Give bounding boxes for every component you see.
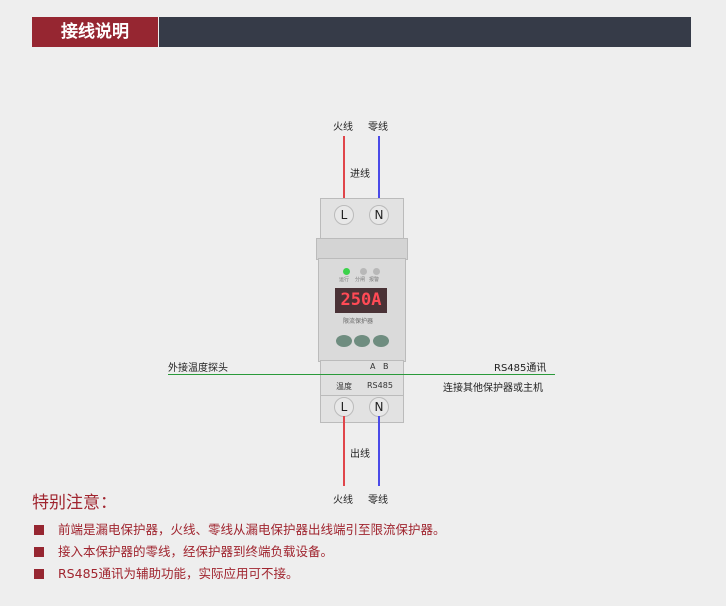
led-alarm-label: 报警 bbox=[369, 277, 380, 283]
note-text: RS485通讯为辅助功能，实际应用可不接。 bbox=[58, 566, 299, 581]
terminal-l-bottom: L bbox=[334, 397, 354, 417]
led-trip bbox=[360, 268, 367, 275]
device-name: 限流保护器 bbox=[343, 318, 374, 325]
up-button[interactable] bbox=[354, 335, 370, 347]
port-a-label: A bbox=[370, 362, 376, 371]
note-text: 接入本保护器的零线，经保护器到终端负载设备。 bbox=[58, 544, 334, 559]
bullet-icon bbox=[34, 547, 44, 557]
bottom-neutral-label: 零线 bbox=[368, 495, 388, 506]
led-alarm bbox=[373, 268, 380, 275]
incoming-label: 进线 bbox=[350, 169, 370, 180]
bullet-icon bbox=[34, 525, 44, 535]
port-b-label: B bbox=[383, 362, 389, 371]
terminal-n-top: N bbox=[369, 205, 389, 225]
temp-port-label: 温度 bbox=[336, 382, 352, 391]
terminal-n-bottom: N bbox=[369, 397, 389, 417]
top-live-label: 火线 bbox=[333, 122, 353, 133]
top-neutral-label: 零线 bbox=[368, 122, 388, 133]
temp-probe-label: 外接温度探头 bbox=[168, 363, 228, 374]
signal-port-block bbox=[320, 360, 404, 397]
rs485-port-label: RS485 bbox=[367, 381, 393, 390]
terminal-l-top: L bbox=[334, 205, 354, 225]
rs485-desc: 连接其他保护器或主机 bbox=[443, 383, 543, 394]
top-terminal-block bbox=[320, 198, 404, 240]
note-text: 前端是漏电保护器，火线、零线从漏电保护器出线端引至限流保护器。 bbox=[58, 522, 446, 537]
outgoing-label: 出线 bbox=[350, 445, 370, 460]
note-item: RS485通讯为辅助功能，实际应用可不接。 bbox=[34, 563, 298, 582]
live-wire-out bbox=[343, 416, 345, 486]
note-item: 前端是漏电保护器，火线、零线从漏电保护器出线端引至限流保护器。 bbox=[34, 519, 446, 538]
led-run-label: 运行 bbox=[339, 277, 350, 283]
bullet-icon bbox=[34, 569, 44, 579]
section-title: 接线说明 bbox=[32, 17, 158, 47]
led-run bbox=[343, 268, 350, 275]
header-bar bbox=[159, 17, 691, 47]
signal-line bbox=[168, 374, 555, 375]
notes-title: 特别注意： bbox=[32, 493, 117, 513]
neutral-wire-out bbox=[378, 416, 380, 486]
note-item: 接入本保护器的零线，经保护器到终端负载设备。 bbox=[34, 541, 333, 560]
set-button[interactable] bbox=[336, 335, 352, 347]
down-button[interactable] bbox=[373, 335, 389, 347]
din-rail-clip bbox=[316, 238, 408, 260]
rs485-label: RS485通讯 bbox=[494, 363, 547, 374]
live-wire-in bbox=[343, 136, 345, 212]
led-trip-label: 分闸 bbox=[355, 277, 366, 283]
current-display: 250A bbox=[335, 288, 387, 313]
bottom-terminal-block bbox=[320, 395, 404, 423]
neutral-wire-in bbox=[378, 136, 380, 212]
bottom-live-label: 火线 bbox=[333, 495, 353, 506]
